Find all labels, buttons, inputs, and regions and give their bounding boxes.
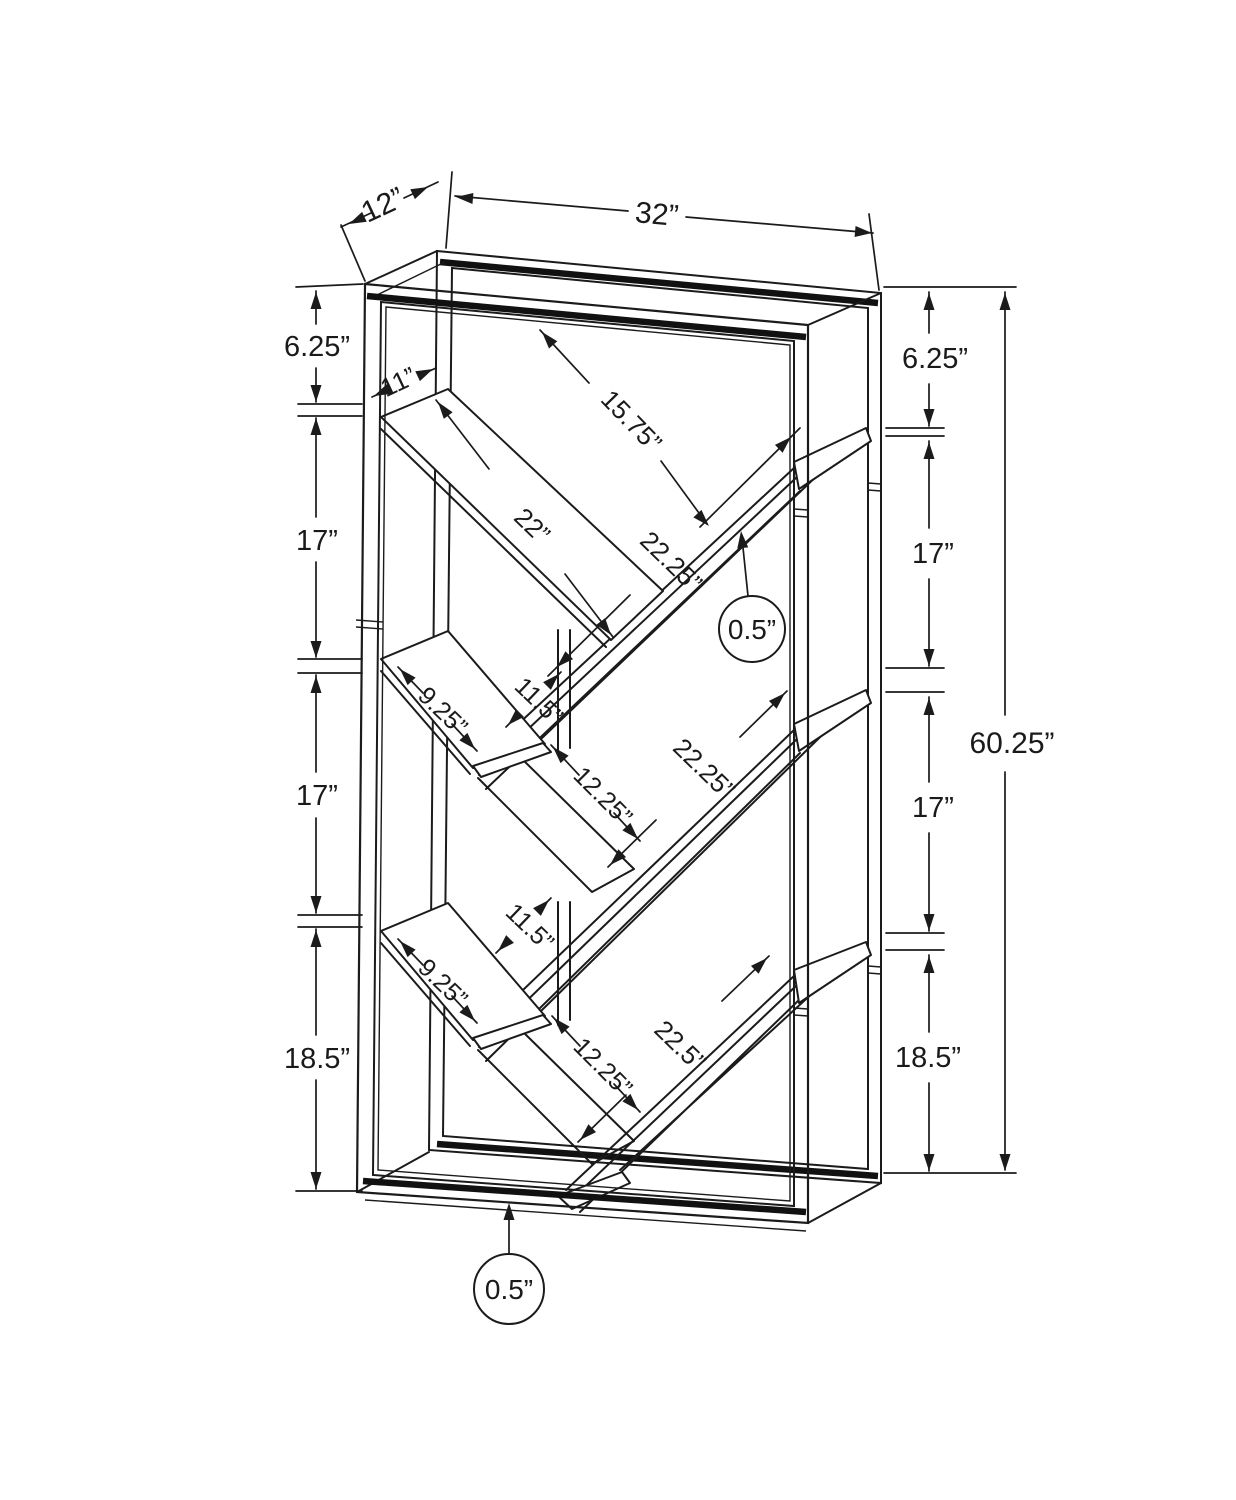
thickness-callout-circle-top [718,595,786,663]
front-frame [355,282,810,1232]
dimension-labels: 12” 32” 6.25” 17” 17” 18.5” 6.25” 17” 17… [284,181,1055,1305]
dim-thickness-bottom: 0.5” [485,1274,533,1305]
back-frame [356,249,882,1224]
middle-shelf [380,630,552,778]
dim-right-seg2: 17” [912,538,954,570]
dim-right-seg3: 17” [912,792,954,824]
dim-left-seg4: 18.5” [284,1043,350,1075]
thickness-callout-circle-bottom [473,1253,545,1325]
long-diagonal-shelf-2 [472,689,872,1062]
dim-right-seg1: 6.25” [902,343,968,375]
dim-thickness-top: 0.5” [728,614,776,645]
long-diagonal-shelf-3 [557,941,872,1213]
right-dimension-columns [883,286,1017,1174]
dim-right-seg4: 18.5” [895,1042,961,1074]
dim-seg-a2: 12.25” [568,761,638,831]
dim-top-gap: 15.75” [595,384,668,458]
dim-depth: 12” [356,181,409,229]
dim-left-seg1: 6.25” [284,331,350,363]
vertical-divider-2 [557,901,571,1026]
dim-total-height: 60.25” [969,727,1054,760]
shelf-c2-lower-segment [477,1028,635,1165]
dim-diag-c: 22.5” [649,1014,712,1077]
dim-width: 32” [634,196,680,233]
lower-shelf [380,902,552,1050]
shelf-assembly [380,388,872,1213]
dim-diag-b: 22.25” [667,732,741,805]
dim-left-seg2: 17” [296,525,338,557]
dim-seg-b2: 12.25” [568,1032,638,1102]
top-shelf [380,388,664,648]
dim-shelf-depth: 11” [376,361,421,403]
dim-seg-b: 11.5” [500,898,559,956]
dimension-lines [295,171,1017,1325]
dim-left-seg3: 17” [296,780,338,812]
shelf-c-lower-segment [477,756,635,893]
